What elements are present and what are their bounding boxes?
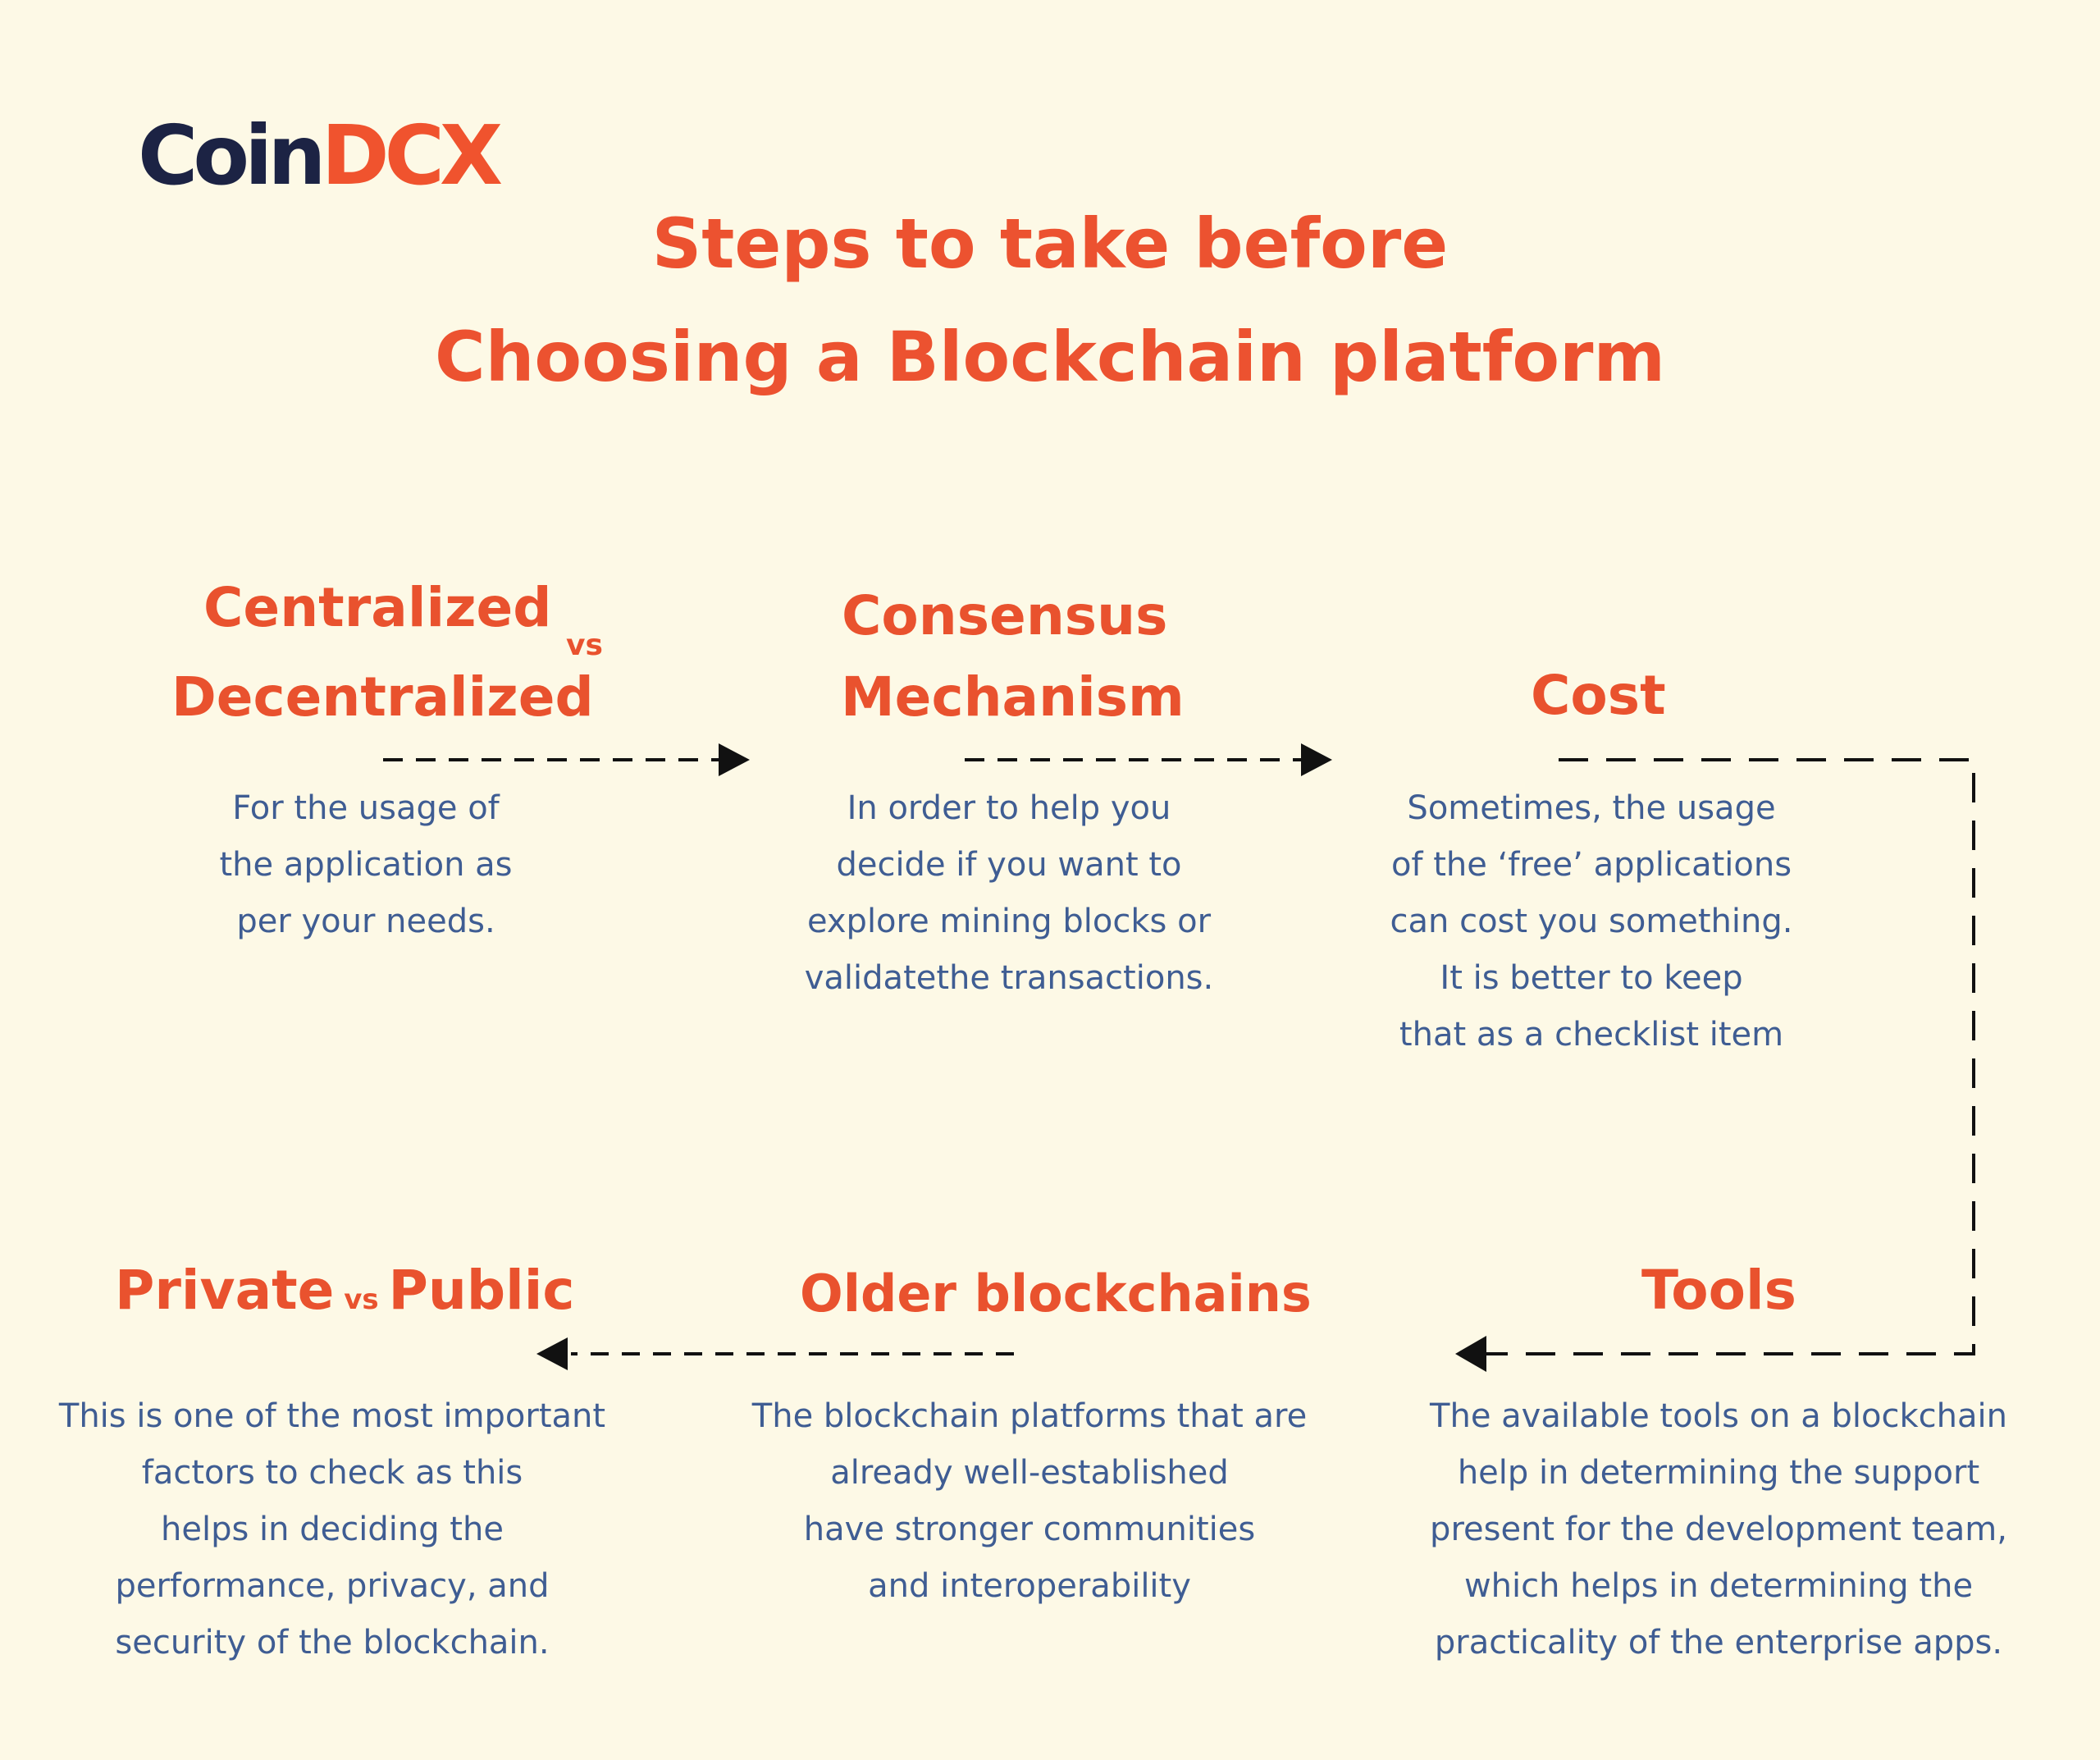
page-title-line-1: Steps to take before	[651, 203, 1449, 284]
page-title-line-2: Choosing a Blockchain platform	[434, 317, 1666, 397]
arrow-head-right-2	[1301, 743, 1332, 776]
step-private-heading: Private vs Public	[115, 1259, 575, 1322]
step-older-description: The blockchain platforms that are alread…	[751, 1397, 1308, 1605]
connector-step3-to-step4	[1485, 758, 1975, 1355]
step-tools-description: The available tools on a blockchain help…	[1430, 1397, 2007, 1662]
step-private-description: This is one of the most important factor…	[58, 1397, 606, 1662]
step-cost-heading: Cost	[1531, 664, 1666, 727]
coindcx-logo: CoinDCX	[138, 107, 503, 203]
arrow-head-left-1	[1455, 1336, 1486, 1372]
arrow-head-right-1	[719, 743, 750, 776]
step-centralized-heading-line-2: Decentralized	[171, 665, 594, 729]
step-centralized-vs: vs	[566, 629, 603, 662]
step-consensus-heading-line-1: Consensus	[842, 584, 1168, 647]
arrow-head-left-2	[536, 1337, 568, 1370]
step-consensus-description: In order to help you decide if you want …	[804, 789, 1214, 997]
step-centralized-heading-line-1: Centralized	[203, 576, 552, 639]
step-consensus-heading-line-2: Mechanism	[841, 665, 1185, 729]
step-tools-heading: Tools	[1641, 1259, 1796, 1322]
step-cost-description: Sometimes, the usage of the ‘free’ appli…	[1390, 789, 1793, 1054]
step-older-heading: Older blockchains	[800, 1264, 1312, 1323]
step-centralized-description: For the usage of the application as per …	[219, 789, 513, 940]
